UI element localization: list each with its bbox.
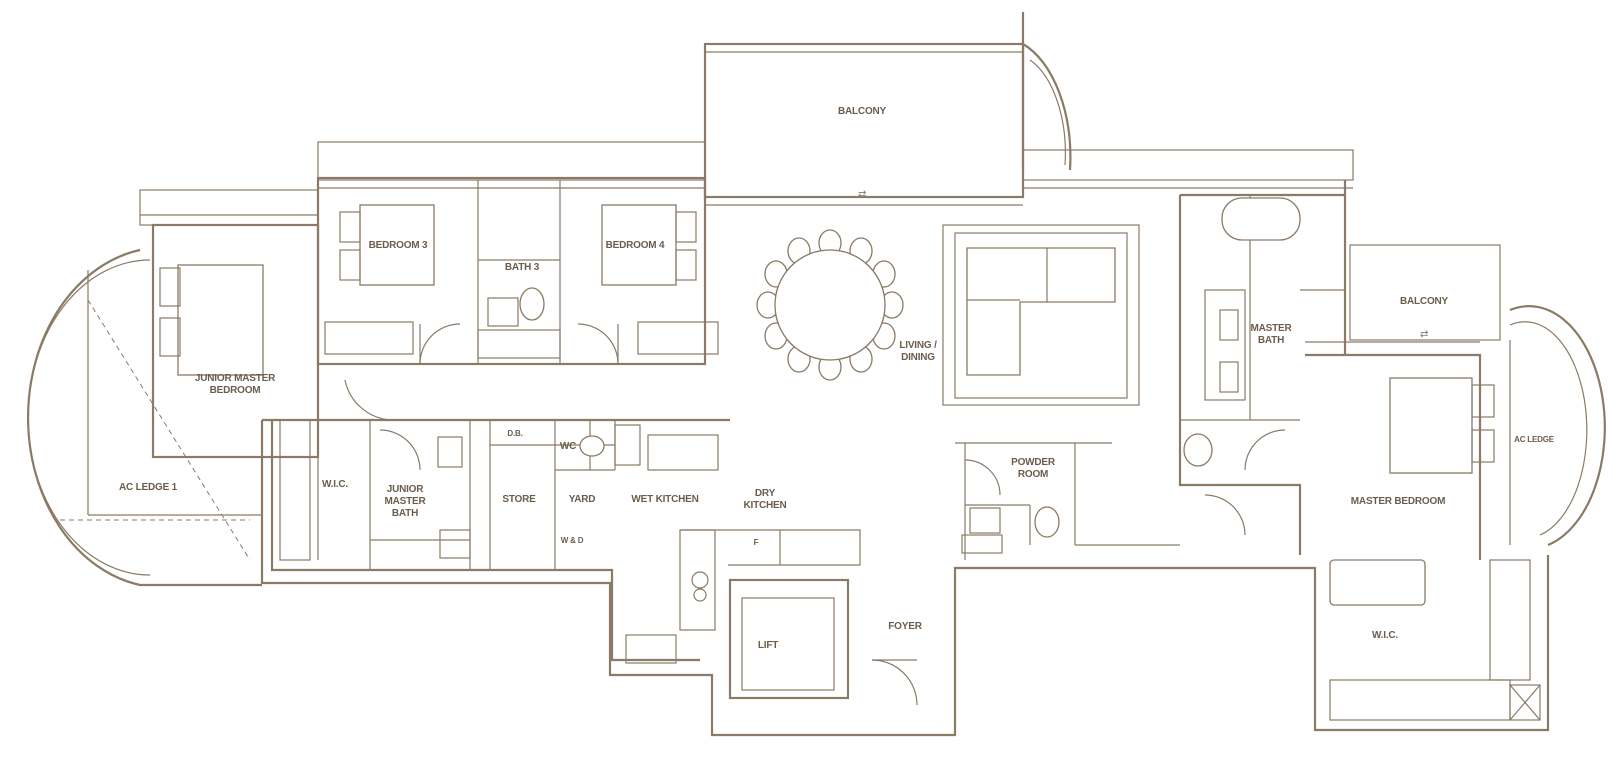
room-label-ac-ledge-1: AC LEDGE 1 (118, 482, 178, 493)
room-label-master-bath: MASTER BATH (1250, 323, 1292, 346)
room-label-wd: W & D (560, 536, 584, 545)
room-label-wc: WC (559, 441, 577, 452)
room-label-balcony-right: BALCONY (1399, 296, 1449, 307)
svg-text:⇄: ⇄ (858, 189, 866, 200)
room-label-bedroom-4: BEDROOM 4 (605, 240, 665, 251)
room-label-dry-kitchen: DRY KITCHEN (743, 488, 787, 511)
ac-ledge-top (1022, 43, 1072, 171)
room-label-db: D.B. (507, 429, 523, 438)
dining-table (756, 229, 904, 381)
room-label-master-bedroom: MASTER BEDROOM (1350, 496, 1446, 507)
room-label-living-dining: LIVING / DINING (899, 340, 937, 363)
room-label-wic-left: W.I.C. (321, 479, 349, 490)
room-label-ac-ledge: AC LEDGE (1514, 435, 1554, 444)
l-sofa (966, 247, 1116, 376)
room-label-junior-master-bedroom: JUNIOR MASTER BEDROOM (194, 373, 276, 396)
room-label-powder-room: POWDER ROOM (1011, 457, 1055, 480)
wic-island (1329, 559, 1541, 721)
svg-text:⇄: ⇄ (1420, 329, 1428, 340)
room-label-lift: LIFT (757, 640, 779, 651)
room-label-balcony-top: BALCONY (837, 106, 887, 117)
kitchen-counters (625, 529, 861, 664)
windows (140, 187, 1480, 343)
outer-walls (139, 12, 1550, 737)
ac-ledge-left (26, 248, 262, 587)
door-swings (344, 323, 1286, 706)
ac-ledge-right (1509, 305, 1606, 547)
beds (159, 204, 1495, 474)
room-label-wic-right: W.I.C. (1371, 630, 1399, 641)
room-label-foyer: FOYER (888, 621, 922, 632)
room-label-fridge: F (753, 538, 759, 547)
room-label-bath-3: BATH 3 (504, 262, 540, 273)
lift (728, 578, 850, 700)
room-label-store: STORE (502, 494, 536, 505)
room-label-junior-master-bath: JUNIOR MASTER BATH (384, 484, 426, 519)
room-label-bedroom-3: BEDROOM 3 (368, 240, 428, 251)
room-label-wet-kitchen: WET KITCHEN (631, 494, 699, 505)
sliding-indicators: ⇄ ⇄ (858, 189, 1428, 340)
room-label-yard: YARD (568, 494, 596, 505)
bath-fixtures (437, 197, 1301, 559)
